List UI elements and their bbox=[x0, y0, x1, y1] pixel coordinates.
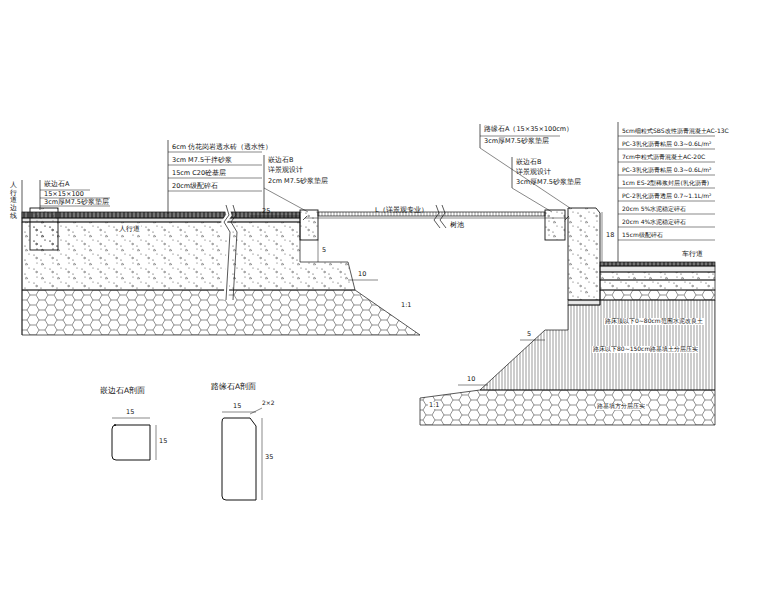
drawing-label: 18 bbox=[606, 232, 614, 239]
drawing-label: 嵌边石A bbox=[44, 181, 69, 188]
drawing-label: L（详景观专业） bbox=[375, 207, 428, 214]
drawing-label: 15×15×100 bbox=[44, 191, 84, 198]
drawing-label: 15cm C20砼基层 bbox=[172, 170, 226, 177]
drawing-label: 20cm 4%水泥稳定碎石 bbox=[622, 219, 686, 226]
drawing-label: 15 bbox=[126, 409, 134, 416]
drawing-label: 3cm厚M7.5砂浆垫层 bbox=[516, 179, 581, 186]
drawing-label: PC-3乳化沥青粘层 0.3~0.6L/m² bbox=[622, 167, 711, 174]
drawing-label: 人行道 bbox=[118, 225, 141, 233]
drawing-label: 7cm中粒式沥青混凝土AC-20C bbox=[622, 154, 705, 161]
drawing-label: 2×2 bbox=[262, 400, 275, 407]
drawing-label: 路床顶以下0~80cm范围水泥改良土 bbox=[604, 318, 704, 325]
drawing-label: 嵌边石B bbox=[516, 159, 541, 166]
drawing-label: 5 bbox=[322, 247, 326, 254]
drawing-label: 树池 bbox=[450, 222, 464, 229]
drawing-label: 20cm级配碎石 bbox=[172, 183, 218, 190]
drawing-label: 路缘石A（15×35×100cm） bbox=[484, 126, 573, 133]
drawing-label: 嵌边石B bbox=[268, 157, 293, 164]
drawing-label: 3cm厚M7.5砂浆垫层 bbox=[44, 199, 109, 206]
drawing-label: 15 bbox=[233, 403, 241, 410]
drawing-label: 15cm级配碎石 bbox=[622, 232, 663, 239]
drawing-label: 15 bbox=[159, 438, 167, 445]
drawing-label: 详景观设计 bbox=[516, 169, 551, 176]
drawing-label: 5 bbox=[526, 331, 532, 338]
drawing-label: 3cm厚M7.5砂浆垫层 bbox=[484, 138, 549, 145]
drawing-label: 车行道 bbox=[682, 250, 703, 258]
drawing-label: 嵌边石A剖面 bbox=[100, 387, 145, 396]
drawing-label: PC-2乳化沥青透层 0.7~1.1L/m² bbox=[622, 193, 711, 200]
drawing-label: 人行道边线 bbox=[10, 182, 17, 220]
drawing-label: 路缘石A剖面 bbox=[211, 383, 256, 392]
drawing-label: 35 bbox=[265, 454, 273, 461]
drawing-label: 3cm M7.5干拌砂浆 bbox=[172, 157, 232, 164]
drawing-label: PC-3乳化沥青粘层 0.3~0.6L/m² bbox=[622, 141, 711, 148]
drawing-label: 10 bbox=[358, 271, 366, 278]
drawing-label: 详景观设计 bbox=[268, 167, 303, 174]
drawing-label: 路基填方分层压实 bbox=[596, 403, 646, 410]
drawing-label: 路床以下80~150cm路基填土分层压实 bbox=[592, 346, 699, 353]
drawing-label: 5cm细粒式SBS改性沥青混凝土AC-13C bbox=[622, 128, 729, 135]
drawing-label: 20cm 5%水泥稳定碎石 bbox=[622, 206, 686, 213]
drawing-label: 2cm M7.5砂浆垫层 bbox=[268, 178, 328, 185]
drawing-label: 1:1 bbox=[400, 302, 412, 309]
drawing-label: 1cm ES-2型稀浆封层(乳化沥青) bbox=[622, 180, 709, 187]
drawing-label: 6cm 仿花岗岩透水砖（透水性） bbox=[172, 144, 272, 151]
drawing-label: 10 bbox=[466, 376, 476, 383]
drawing-label: 1:1 bbox=[428, 402, 440, 409]
drawing-label: 25 bbox=[262, 208, 270, 215]
